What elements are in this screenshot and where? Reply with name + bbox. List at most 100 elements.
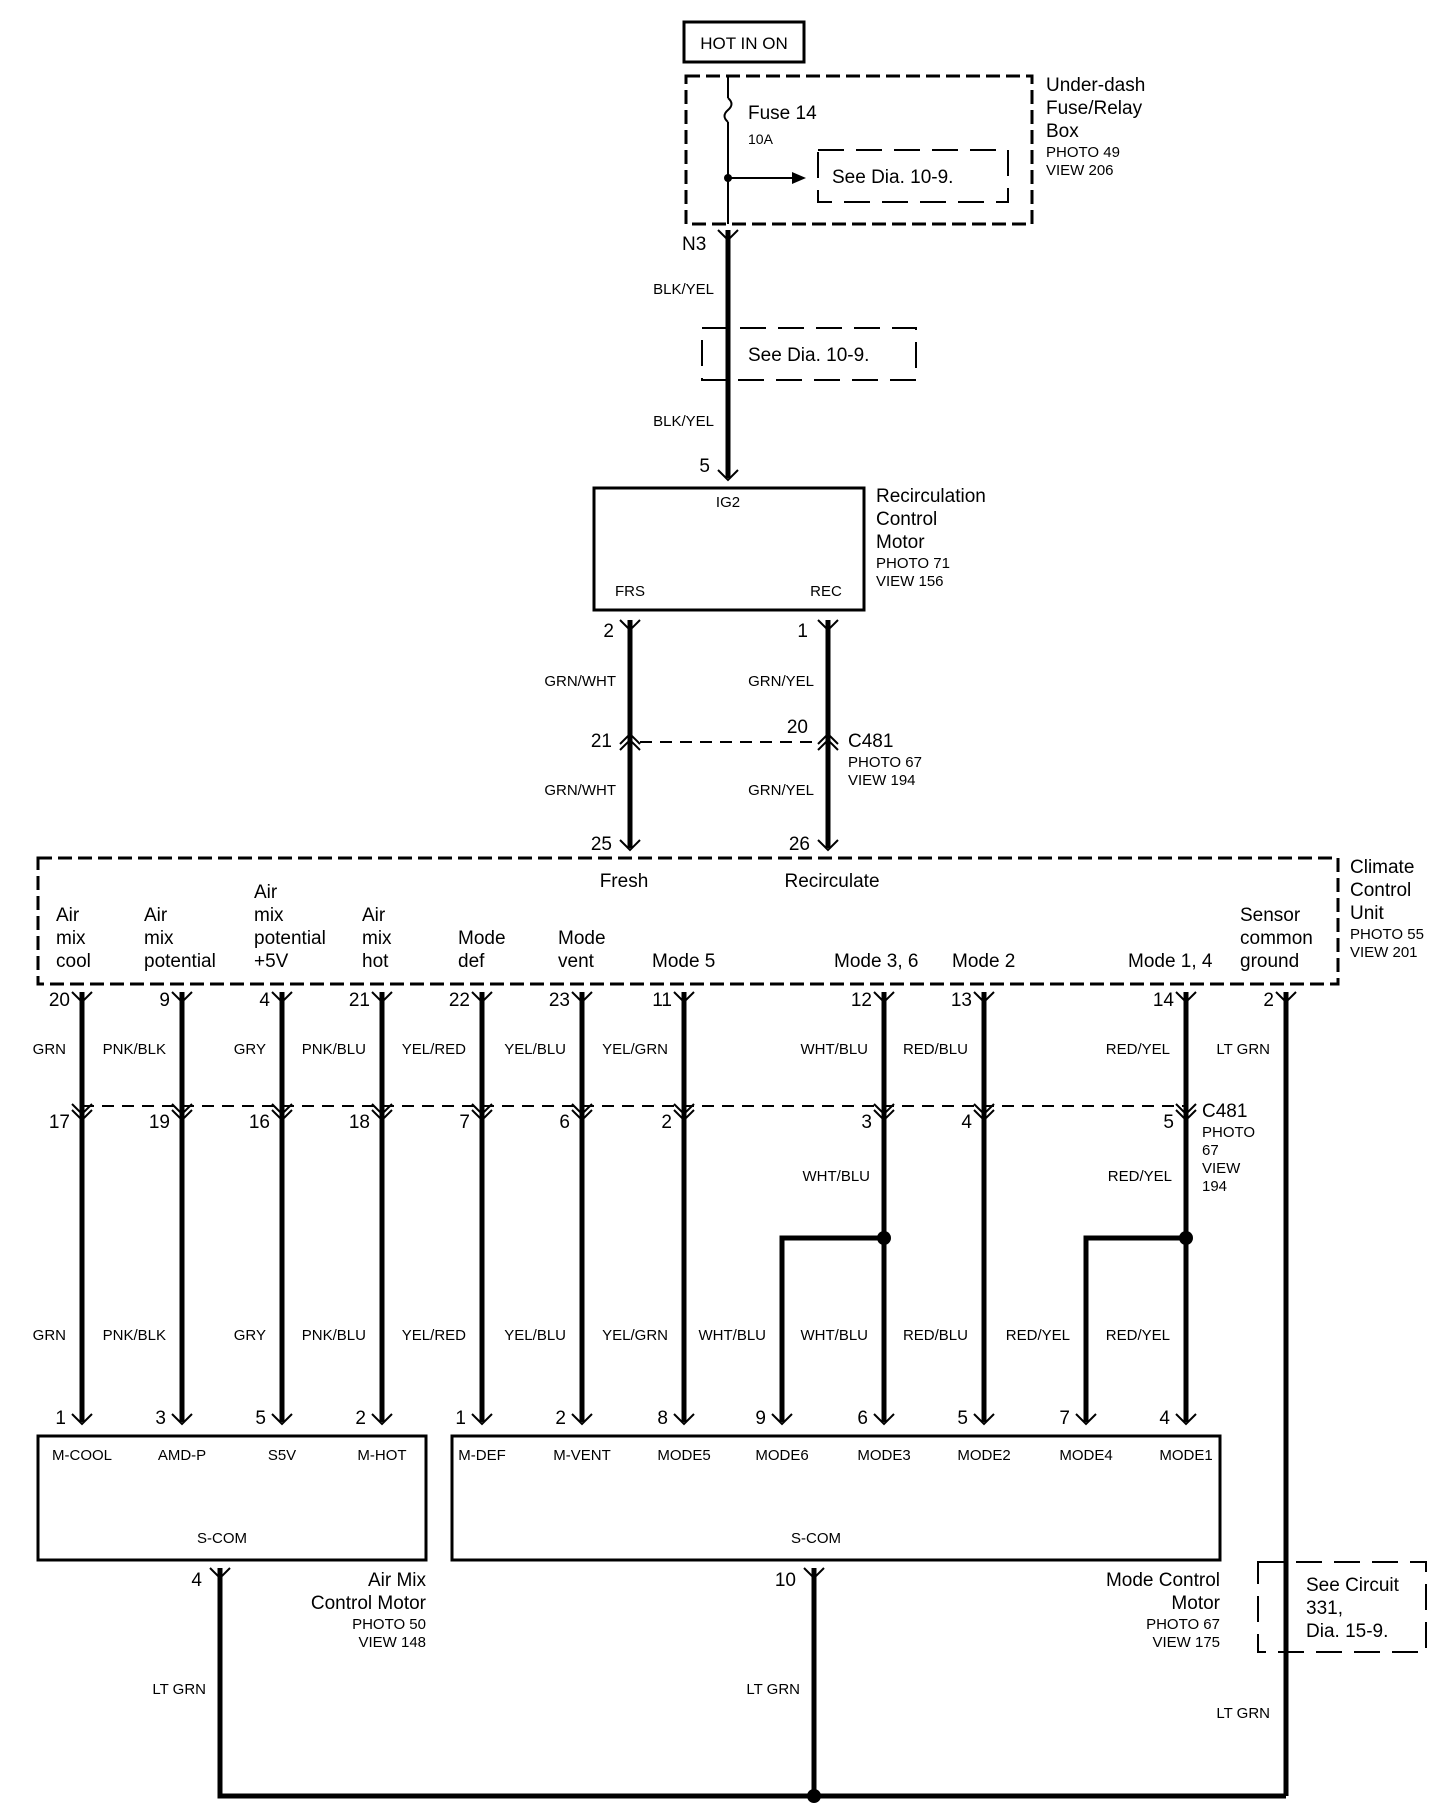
ground-splice (807, 1789, 821, 1803)
air-mix-control-motor (36, 1434, 428, 1562)
c481-bottom-pin: 2 (661, 1112, 672, 1133)
motor-pin-icon (1175, 1413, 1197, 1426)
recirculation-control-motor (592, 486, 866, 612)
mode-motor-pin: 9 (755, 1408, 766, 1429)
upper-wire-label: LT GRN (1216, 1041, 1270, 1058)
svg-text:potential: potential (254, 928, 326, 949)
c481-bottom-photo-2: 67 (1202, 1142, 1219, 1159)
lower-wire-label: YEL/BLU (504, 1327, 566, 1344)
upper-wire-label: YEL/RED (402, 1041, 466, 1058)
c481-bottom-photo-1: PHOTO (1202, 1124, 1255, 1141)
mode-motor-terminal: MODE6 (755, 1447, 808, 1464)
lower-wire-label: WHT/BLU (801, 1327, 869, 1344)
connector-pin-icon (171, 991, 193, 1004)
air-mix-terminal: AMD-P (158, 1447, 206, 1464)
air-mix-motor-name-2: Control Motor (311, 1593, 427, 1614)
see-dia-label-2: See Dia. 10-9. (748, 345, 869, 366)
upper-wire-label: WHT/BLU (801, 1041, 869, 1058)
see-circuit-label-2: 331, (1306, 1598, 1343, 1619)
frs-terminal: FRS (615, 583, 645, 600)
unit-pin-21: 21 (349, 990, 370, 1011)
hot-in-on-label: HOT IN ON (700, 34, 788, 53)
recirc-pin-5: 5 (699, 456, 710, 477)
svg-text:mix: mix (254, 905, 284, 926)
lower-wire-label: WHT/BLU (699, 1327, 767, 1344)
recirc-motor-name-3: Motor (876, 532, 925, 553)
connector-pin-icon (471, 991, 493, 1004)
lower-wire-label: GRY (234, 1327, 266, 1344)
svg-text:Air: Air (362, 905, 386, 926)
svg-text:Sensor: Sensor (1240, 905, 1301, 926)
mode-motor-pin: 1 (455, 1408, 466, 1429)
wire-label-grn-wht-2: GRN/WHT (544, 782, 616, 799)
unit-pin-9: 9 (159, 990, 170, 1011)
splice-mode14 (1179, 1231, 1193, 1245)
lower-wire-label: RED/YEL (1006, 1327, 1070, 1344)
upper-wire-label: RED/YEL (1106, 1041, 1170, 1058)
mode6-branch-wire (779, 1235, 884, 1422)
c481-bottom-pin: 16 (249, 1112, 270, 1133)
mode-motor-name-1: Mode Control (1106, 1570, 1220, 1591)
connector-c481-icon (571, 1103, 593, 1122)
motor-pin-icon (71, 1413, 93, 1426)
unit-label-mode-5: Mode 5 (652, 951, 715, 972)
connector-pin-icon (673, 991, 695, 1004)
lower-wire-label: PNK/BLU (302, 1327, 366, 1344)
wire-label-blk-yel-1: BLK/YEL (653, 281, 714, 298)
recirc-motor-photo: PHOTO 71 (876, 555, 950, 572)
motor-pin-icon (673, 1413, 695, 1426)
svg-text:ground: ground (1240, 951, 1299, 972)
connector-pin-icon (571, 991, 593, 1004)
mode-motor-pin: 2 (555, 1408, 566, 1429)
air-mix-terminal: S5V (268, 1447, 296, 1464)
svg-text:mix: mix (56, 928, 86, 949)
hot-in-on-box (682, 20, 806, 64)
fresh-label: Fresh (600, 871, 649, 892)
fuse-box-name-1: Under-dash (1046, 75, 1145, 96)
mode-motor-view: VIEW 175 (1152, 1634, 1220, 1651)
unit-pin-23: 23 (549, 990, 570, 1011)
upper-wire-label: GRN (33, 1041, 66, 1058)
climate-unit-photo: PHOTO 55 (1350, 926, 1424, 943)
fuse-relay-box-outline (684, 74, 1034, 226)
svg-text:mix: mix (144, 928, 174, 949)
recirc-pin-2: 2 (603, 621, 614, 642)
svg-text:common: common (1240, 928, 1313, 949)
unit-pin-20: 20 (49, 990, 70, 1011)
wire-label-wht-blu-mid: WHT/BLU (803, 1168, 871, 1185)
mode-motor-terminal: M-VENT (553, 1447, 611, 1464)
mode-motor-pin: 5 (957, 1408, 968, 1429)
mode-motor-terminal: MODE5 (657, 1447, 710, 1464)
svg-text:Air: Air (254, 882, 278, 903)
fuse-box-photo: PHOTO 49 (1046, 144, 1120, 161)
wire-label-grn-yel-1: GRN/YEL (748, 673, 814, 690)
see-dia-box-1 (817, 149, 1009, 203)
svg-text:hot: hot (362, 951, 389, 972)
unit-pin-13: 13 (951, 990, 972, 1011)
lower-wire-label: RED/YEL (1106, 1327, 1170, 1344)
motor-pin-icon (271, 1413, 293, 1426)
connector-pin-icon (873, 991, 895, 1004)
upper-wire-label: YEL/BLU (504, 1041, 566, 1058)
mode-motor-terminal: MODE3 (857, 1447, 910, 1464)
fuse-rating: 10A (748, 131, 774, 147)
connector-c481-20-icon (817, 732, 839, 751)
air-mix-pin: 3 (155, 1408, 166, 1429)
unit-label-mode-3-6: Mode 3, 6 (834, 951, 919, 972)
fuse-icon (723, 97, 733, 123)
motor-pin-icon (471, 1413, 493, 1426)
connector-c481-21-icon (619, 732, 641, 751)
c481-bottom-pin: 4 (961, 1112, 972, 1133)
air-mix-motor-name-1: Air Mix (368, 1570, 427, 1591)
upper-wire-label: PNK/BLK (103, 1041, 166, 1058)
mode-motor-scom-pin: 10 (775, 1570, 796, 1591)
unit-label-air-mix-potential: Air mix potential (144, 905, 216, 972)
unit-pin-11: 11 (652, 990, 672, 1011)
motor-pin-icon (973, 1413, 995, 1426)
connector-pin-icon (71, 991, 93, 1004)
ground-return-wire (217, 1568, 1286, 1799)
svg-text:mix: mix (362, 928, 392, 949)
svg-text:Mode: Mode (558, 928, 606, 949)
c481-pin-21: 21 (591, 731, 612, 752)
